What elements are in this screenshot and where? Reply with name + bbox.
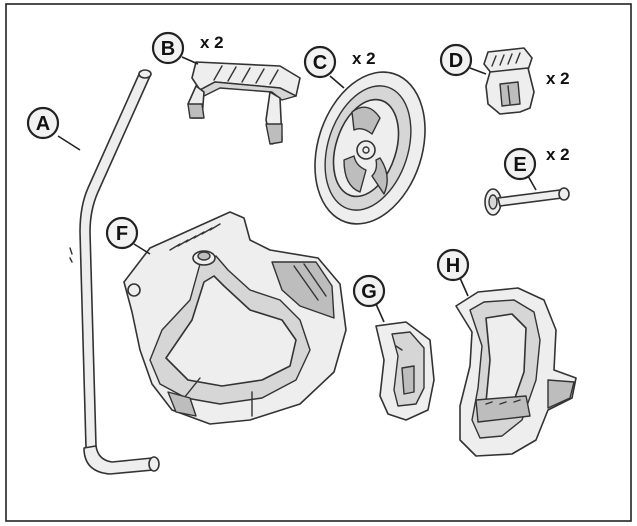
svg-text:H: H (446, 255, 460, 277)
part-a-handle-tube (69, 69, 160, 475)
label-a: A (26, 106, 81, 151)
svg-text:D: D (449, 50, 463, 72)
part-b-clip (187, 61, 301, 145)
part-c-wheel (314, 71, 426, 225)
svg-text:x 2: x 2 (546, 69, 570, 88)
label-b: B x 2 (151, 31, 224, 65)
svg-text:F: F (116, 223, 128, 245)
svg-text:E: E (513, 154, 526, 176)
part-f-robot-body (123, 211, 347, 425)
part-g-bracket (375, 321, 435, 421)
svg-text:G: G (361, 281, 377, 303)
svg-text:B: B (161, 38, 175, 60)
svg-text:x 2: x 2 (200, 33, 224, 52)
part-d-latch (483, 47, 535, 115)
label-e: E x 2 (503, 145, 570, 191)
label-d: D x 2 (439, 43, 570, 88)
svg-text:C: C (313, 52, 327, 74)
svg-text:x 2: x 2 (546, 145, 570, 164)
label-h: H (436, 248, 470, 297)
part-e-axle-pin (484, 187, 570, 216)
svg-text:x 2: x 2 (352, 49, 376, 68)
label-g: G (352, 274, 386, 323)
svg-text:A: A (36, 113, 50, 135)
label-c: C x 2 (303, 45, 376, 89)
part-h-handle-frame (455, 287, 577, 457)
label-f: F (105, 216, 151, 255)
